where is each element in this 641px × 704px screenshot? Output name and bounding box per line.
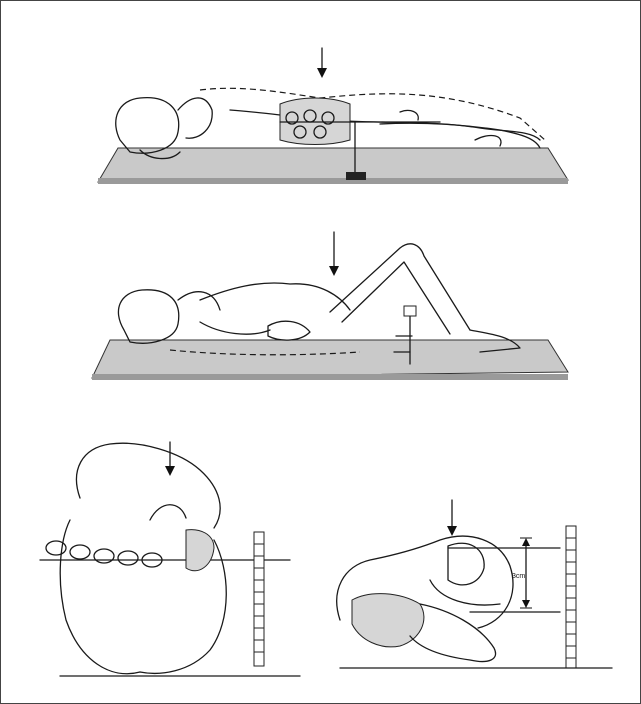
- head-2: [118, 290, 178, 343]
- iliac-crest-3: [77, 443, 221, 528]
- ruler-base-1: [346, 172, 366, 180]
- panel-pelvis-lateral: 3cm: [337, 500, 612, 668]
- body-outline-1: [200, 88, 545, 140]
- ruler-3: [254, 532, 264, 666]
- table-1: [98, 148, 568, 182]
- thigh-2: [330, 244, 470, 330]
- table-2: [92, 340, 568, 378]
- lumbar-spine-1: [280, 98, 350, 145]
- head-1: [116, 98, 179, 154]
- panel-supine-extended: [98, 48, 568, 184]
- table-edge-1: [98, 178, 568, 184]
- ruler-4: [566, 526, 576, 668]
- vertebrae-3: [46, 541, 162, 567]
- table-edge-2: [92, 374, 568, 380]
- panel-supine-flexed: [92, 232, 568, 380]
- measurement-label: 3cm: [512, 573, 525, 580]
- panel-pelvis-frontal: [40, 442, 300, 676]
